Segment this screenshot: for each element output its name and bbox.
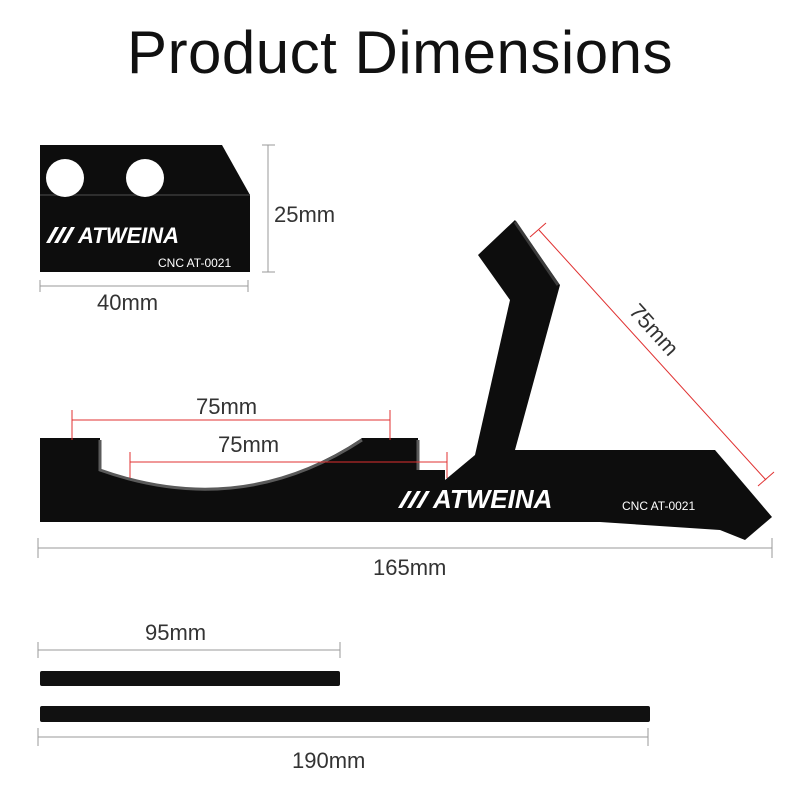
small-adapter-block: ATWEINA CNC AT-0021 [40,145,250,272]
dimension-short-rod [37,642,341,658]
mount-hole [126,159,164,197]
dimension-total-length [37,538,773,558]
dimension-lower-span [129,452,448,478]
small-width-label: 40mm [97,290,158,315]
dimension-upper-span [71,410,391,440]
dimension-small-width [39,280,249,292]
dimension-small-height [262,144,275,273]
dimension-long-rod [37,728,649,746]
part-code-large: CNC AT-0021 [622,499,695,513]
brand-logo-large: ATWEINA [432,484,552,514]
long-rod [40,706,650,722]
arm-span-label: 75mm [624,299,683,361]
brand-logo-mark [398,491,430,508]
short-rod [40,671,340,686]
lower-span-label: 75mm [218,432,279,457]
part-code-small: CNC AT-0021 [158,256,231,270]
small-height-label: 25mm [274,202,335,227]
short-rod-label: 95mm [145,620,206,645]
dimension-arm-span [529,222,775,487]
total-length-label: 165mm [373,555,446,580]
large-adapter-bracket: ATWEINA CNC AT-0021 [40,220,772,540]
upper-span-label: 75mm [196,394,257,419]
long-rod-label: 190mm [292,748,365,773]
mount-hole [46,159,84,197]
brand-logo-small: ATWEINA [77,223,179,248]
brand-logo-mark [46,227,75,243]
page-title: Product Dimensions [127,19,673,86]
